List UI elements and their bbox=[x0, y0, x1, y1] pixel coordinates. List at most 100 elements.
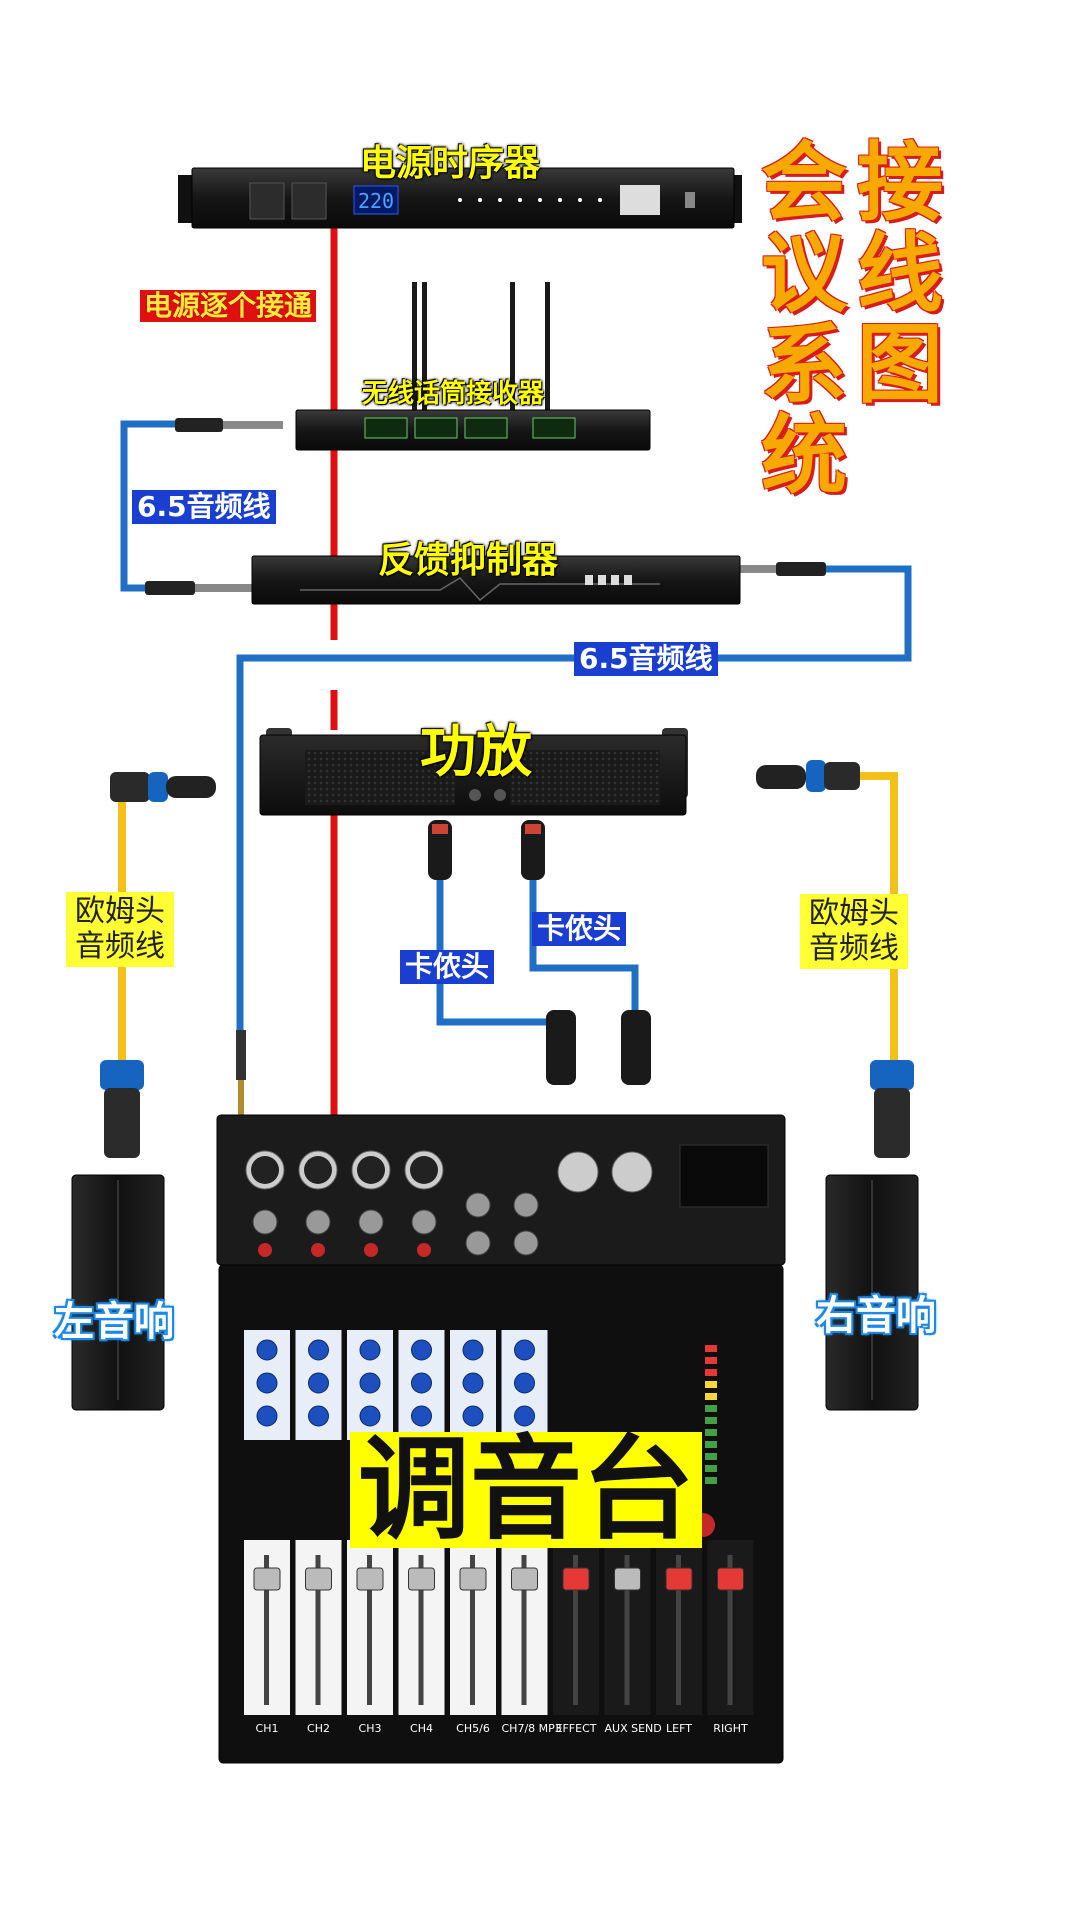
fader-track bbox=[470, 1555, 475, 1705]
fader-knob-icon[interactable] bbox=[665, 1567, 693, 1591]
speakon-right-label: 欧姆头 音频线 bbox=[800, 894, 908, 969]
fader-knob-icon[interactable] bbox=[717, 1567, 744, 1591]
audio-cable-65-left-label: 6.5音频线 bbox=[132, 490, 276, 524]
fader-track bbox=[418, 1555, 424, 1705]
jack-input-icon bbox=[411, 1209, 437, 1235]
title-char: 系 bbox=[761, 315, 847, 416]
eq-knob-icon[interactable] bbox=[462, 1339, 484, 1361]
mixer-io-panel bbox=[245, 1150, 653, 1257]
fader-track bbox=[676, 1555, 681, 1705]
speakon-connectors bbox=[100, 760, 914, 1158]
fader-knob-icon[interactable] bbox=[356, 1567, 384, 1591]
eq-knob-icon[interactable] bbox=[462, 1405, 484, 1427]
title-left-column: 会 议 系 统 bbox=[756, 133, 852, 507]
speakon-right-line2: 音频线 bbox=[809, 930, 899, 966]
xlr-right-label: 卡侬头 bbox=[532, 912, 627, 946]
speakon-left-line2: 音频线 bbox=[75, 928, 165, 964]
right-speaker-device bbox=[825, 1174, 919, 1411]
mixer-channel-label: CH2 bbox=[307, 1722, 330, 1735]
fader-knob-icon[interactable] bbox=[253, 1567, 281, 1591]
level-meter-led bbox=[705, 1441, 717, 1448]
eq-knob-icon[interactable] bbox=[514, 1339, 535, 1361]
eq-knob-icon[interactable] bbox=[359, 1372, 381, 1394]
title-char: 统 bbox=[761, 406, 847, 507]
left-speaker-label: 左音响 bbox=[54, 1299, 174, 1345]
fader-knob-icon[interactable] bbox=[305, 1567, 332, 1591]
speakon-right-line1: 欧姆头 bbox=[809, 896, 899, 931]
line-input-icon bbox=[513, 1230, 539, 1256]
line-input-icon bbox=[513, 1192, 539, 1218]
eq-knob-icon[interactable] bbox=[359, 1339, 381, 1361]
eq-knob-icon[interactable] bbox=[256, 1372, 278, 1394]
xlr-hole-icon bbox=[304, 1156, 332, 1184]
left-speaker-device bbox=[71, 1174, 165, 1411]
eq-knob-icon[interactable] bbox=[308, 1405, 329, 1427]
title-char: 议 bbox=[761, 224, 847, 325]
right-speaker-label: 右音响 bbox=[816, 1293, 936, 1339]
wireless-receiver-device bbox=[295, 282, 651, 451]
jack-input-icon bbox=[358, 1209, 384, 1235]
mixer-channel-label: CH4 bbox=[410, 1722, 433, 1735]
fader-track bbox=[727, 1555, 733, 1705]
title-right-column: 接 线 图 bbox=[852, 137, 948, 416]
eq-knob-icon[interactable] bbox=[256, 1405, 278, 1427]
power-cable-label: 电源逐个接通 bbox=[140, 290, 317, 322]
title-char: 图 bbox=[857, 315, 943, 416]
level-meter-led bbox=[705, 1429, 717, 1436]
sequencer-label: 电源时序器 bbox=[360, 143, 541, 184]
mixer-channel-label: CH3 bbox=[358, 1722, 382, 1735]
mixer-channel-label: EFFECT bbox=[555, 1722, 597, 1735]
mixer-channel-label: CH5/6 bbox=[456, 1722, 490, 1735]
level-meter-led bbox=[705, 1453, 717, 1460]
fader-knob-icon[interactable] bbox=[459, 1567, 487, 1591]
title-char: 会 bbox=[761, 133, 847, 233]
mixer-control-surface bbox=[244, 1330, 754, 1715]
level-meter-led bbox=[705, 1405, 717, 1412]
feedback-suppressor-label: 反馈抑制器 bbox=[378, 540, 559, 581]
xlr-hole-icon bbox=[251, 1156, 279, 1184]
level-meter-led bbox=[705, 1477, 717, 1484]
gain-knob-icon bbox=[417, 1243, 431, 1257]
xlr-hole-icon bbox=[357, 1156, 385, 1184]
wireless-receiver-label: 无线话筒接收器 bbox=[362, 379, 545, 409]
mixer-channel-label: RIGHT bbox=[713, 1722, 748, 1735]
eq-knob-icon[interactable] bbox=[411, 1339, 432, 1361]
eq-knob-icon[interactable] bbox=[411, 1372, 432, 1394]
level-meter-led bbox=[705, 1393, 717, 1400]
eq-knob-icon[interactable] bbox=[514, 1372, 535, 1394]
audio-cable-65-right-label: 6.5音频线 bbox=[574, 642, 718, 676]
level-meter-led bbox=[705, 1357, 717, 1364]
level-meter-led bbox=[705, 1369, 717, 1376]
title-char: 线 bbox=[857, 224, 943, 325]
fader-knob-icon[interactable] bbox=[511, 1567, 538, 1591]
fader-knob-icon[interactable] bbox=[614, 1567, 641, 1591]
eq-knob-icon[interactable] bbox=[514, 1405, 535, 1427]
audio-cable-65-left bbox=[120, 420, 175, 592]
eq-knob-icon[interactable] bbox=[256, 1339, 278, 1361]
eq-knob-icon[interactable] bbox=[462, 1372, 484, 1394]
eq-knob-icon[interactable] bbox=[359, 1405, 381, 1427]
eq-knob-icon[interactable] bbox=[308, 1339, 329, 1361]
sequencer-display: 220 bbox=[358, 189, 394, 213]
fader-track bbox=[521, 1555, 527, 1705]
fader-track bbox=[315, 1555, 321, 1705]
fader-track bbox=[367, 1555, 372, 1705]
mixer-channel-label: AUX SEND bbox=[604, 1722, 662, 1735]
gain-knob-icon bbox=[311, 1243, 325, 1257]
amplifier-label: 功放 bbox=[420, 720, 532, 785]
mixer-channel-label: LEFT bbox=[666, 1722, 692, 1735]
level-meter-led bbox=[705, 1345, 717, 1352]
line-input-icon bbox=[465, 1192, 491, 1218]
audio-cable-65-right bbox=[236, 565, 912, 1030]
jack-plugs bbox=[145, 418, 826, 1130]
fader-knob-icon[interactable] bbox=[408, 1567, 435, 1591]
speakon-left-label: 欧姆头 音频线 bbox=[66, 892, 174, 967]
feedback-suppressor-device bbox=[251, 555, 741, 605]
eq-knob-icon[interactable] bbox=[411, 1405, 432, 1427]
fader-knob-icon[interactable] bbox=[562, 1567, 590, 1591]
gain-knob-icon bbox=[364, 1243, 378, 1257]
fader-track bbox=[573, 1555, 578, 1705]
eq-knob-icon[interactable] bbox=[308, 1372, 329, 1394]
